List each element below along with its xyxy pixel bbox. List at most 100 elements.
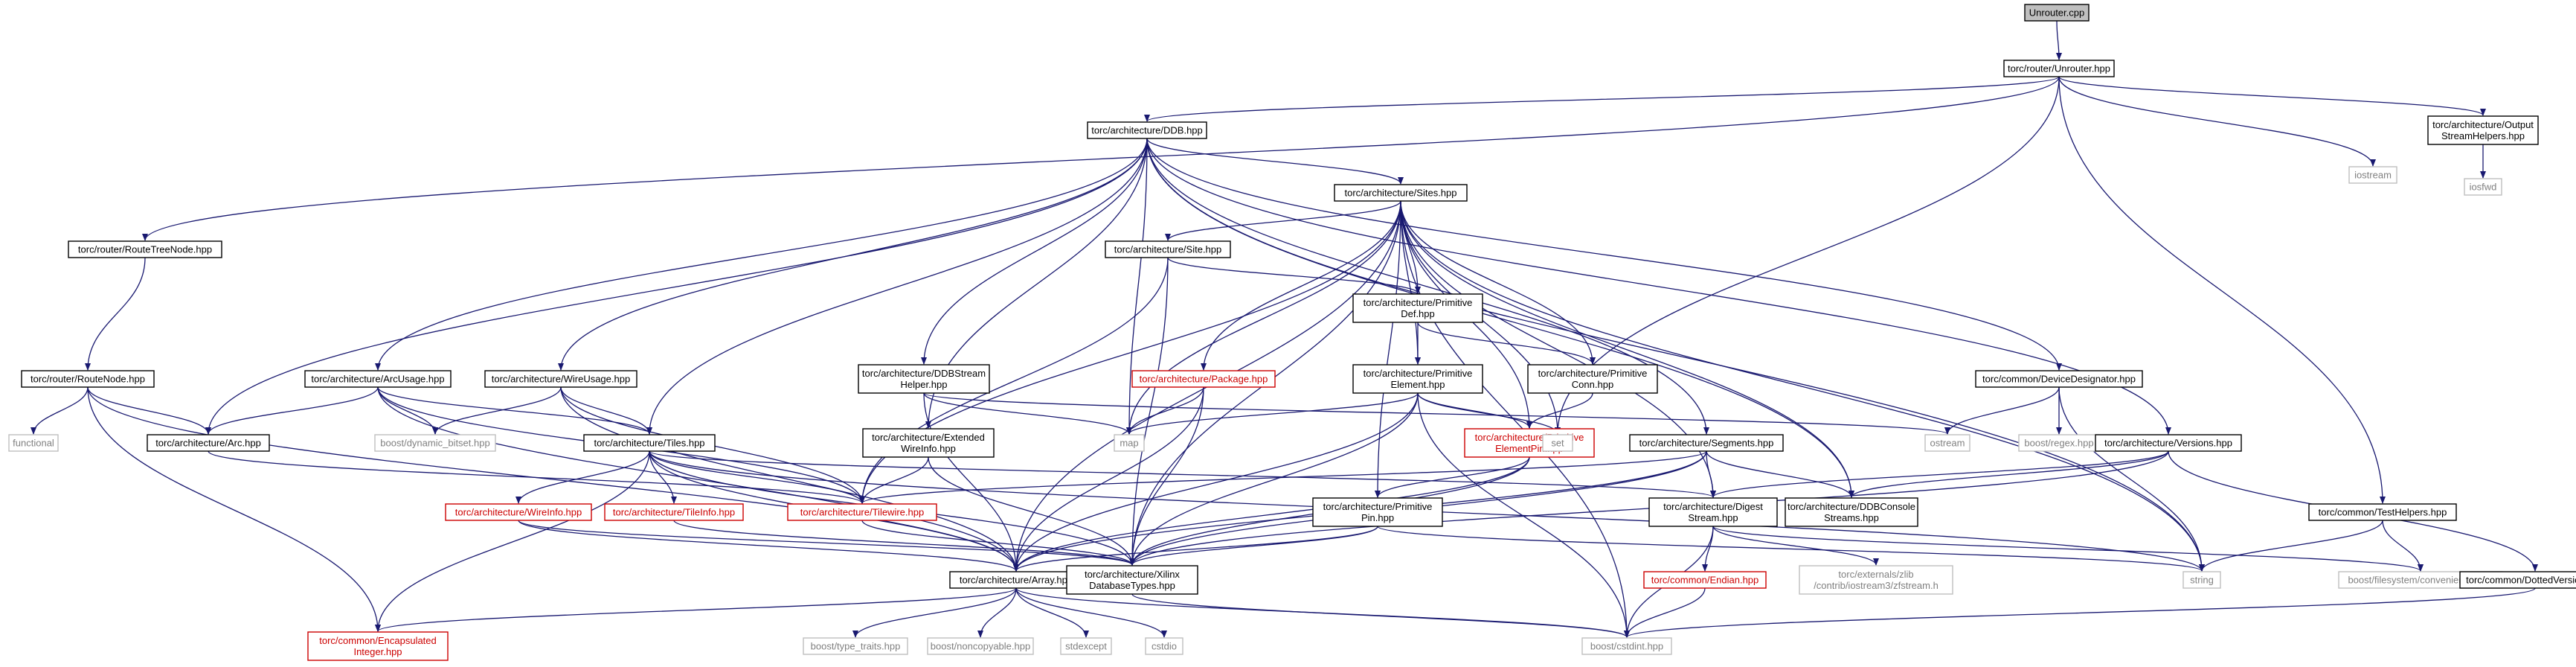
node-box-cstdio xyxy=(1145,637,1183,655)
node-array[interactable]: torc/architecture/Array.hpp xyxy=(949,571,1083,589)
node-label-ddbconsole-0: torc/architecture/DDBConsole xyxy=(1788,501,1915,512)
node-noncopy: boost/noncopyable.hpp xyxy=(927,637,1034,655)
edge-routenode-to-arc xyxy=(87,386,211,435)
node-label-wireusage-0: torc/architecture/WireUsage.hpp xyxy=(492,374,630,385)
edge-tiles-to-encint xyxy=(375,450,650,632)
node-label-map-0: map xyxy=(1120,438,1138,449)
node-label-package-0: torc/architecture/Package.hpp xyxy=(1140,374,1268,385)
node-box-map xyxy=(1114,434,1145,452)
node-box-dotted xyxy=(2459,571,2576,589)
edge-extwire-to-xilinx xyxy=(928,456,1135,566)
node-routenode[interactable]: torc/router/RouteNode.hpp xyxy=(21,370,155,388)
edge-extwire-to-tilewire xyxy=(859,456,929,504)
node-box-zfstream xyxy=(1799,565,1953,595)
node-label-tilewire-0: torc/architecture/Tilewire.hpp xyxy=(800,507,924,518)
node-box-iostream xyxy=(2348,166,2397,184)
node-box-encint xyxy=(307,631,449,661)
node-arc[interactable]: torc/architecture/Arc.hpp xyxy=(147,434,270,452)
edge-versions-to-digest xyxy=(1710,450,2169,498)
edge-testhelpers-to-string xyxy=(2199,520,2383,572)
node-iosfwd: iosfwd xyxy=(2464,178,2502,196)
node-stdexcept: stdexcept xyxy=(1060,637,1112,655)
edge-tiles-to-tilewire xyxy=(649,450,865,504)
node-label-typetraits-0: boost/type_traits.hpp xyxy=(811,641,901,652)
node-endian: torc/common/Endian.hpp xyxy=(1643,571,1767,589)
node-dotted[interactable]: torc/common/DottedVersion.hpp xyxy=(2459,571,2576,589)
node-unrouter_hpp[interactable]: torc/router/Unrouter.hpp xyxy=(2003,60,2115,77)
edge-ddb-to-arc xyxy=(205,138,1148,435)
edge-site-to-xilinx xyxy=(1129,257,1169,566)
node-tiles[interactable]: torc/architecture/Tiles.hpp xyxy=(583,434,716,452)
node-label-digest-0: torc/architecture/Digest xyxy=(1663,501,1763,512)
node-box-stdexcept xyxy=(1060,637,1112,655)
edge-site-to-primdef xyxy=(1167,257,1421,294)
edge-dotted-to-cstdint xyxy=(1624,587,2536,638)
edge-sites-to-cstdint xyxy=(1400,200,1630,638)
node-site[interactable]: torc/architecture/Site.hpp xyxy=(1105,240,1231,258)
node-string: string xyxy=(2182,571,2221,589)
node-outstream[interactable]: torc/architecture/OutputStreamHelpers.hp… xyxy=(2427,115,2539,145)
edge-primpin-to-array xyxy=(1013,526,1378,572)
node-box-sites xyxy=(1334,184,1468,202)
node-xilinx[interactable]: torc/architecture/XilinxDatabaseTypes.hp… xyxy=(1066,565,1198,595)
node-label-tiles-0: torc/architecture/Tiles.hpp xyxy=(594,438,704,449)
edge-ddb-to-string xyxy=(1146,138,2205,572)
node-arcusage[interactable]: torc/architecture/ArcUsage.hpp xyxy=(304,370,452,388)
edge-unrouter_hpp-to-routetreenode xyxy=(142,76,2060,241)
node-box-routetreenode xyxy=(68,240,222,258)
node-testhelpers[interactable]: torc/common/TestHelpers.hpp xyxy=(2308,503,2457,521)
node-routetreenode[interactable]: torc/router/RouteTreeNode.hpp xyxy=(68,240,222,258)
node-label-primdef-1: Def.hpp xyxy=(1401,308,1435,319)
edge-tilewire-to-xilinx xyxy=(861,520,1135,566)
node-label-stdexcept-0: stdexcept xyxy=(1065,641,1107,652)
node-cstdint: boost/cstdint.hpp xyxy=(1581,637,1672,655)
node-box-primelem xyxy=(1352,364,1483,394)
node-sites[interactable]: torc/architecture/Sites.hpp xyxy=(1334,184,1468,202)
node-wireusage[interactable]: torc/architecture/WireUsage.hpp xyxy=(484,370,637,388)
node-ddb[interactable]: torc/architecture/DDB.hpp xyxy=(1087,121,1207,139)
node-box-endian xyxy=(1643,571,1767,589)
node-box-primconn xyxy=(1527,364,1658,394)
node-box-segments xyxy=(1629,434,1784,452)
node-box-string xyxy=(2182,571,2221,589)
edge-primpin-to-xilinx xyxy=(1129,526,1378,566)
node-regex: boost/regex.hpp xyxy=(2018,434,2100,452)
node-box-set xyxy=(1542,434,1573,452)
edge-arc-to-tilewire xyxy=(208,450,865,504)
edge-sites-to-ddbconsole xyxy=(1400,200,1854,498)
node-ostream: ostream xyxy=(1924,434,1970,452)
edge-unrouter_hpp-to-testhelpers xyxy=(2058,76,2386,504)
node-primelempin: torc/architecture/PrimitiveElementPin.hp… xyxy=(1464,428,1595,458)
node-devdesig[interactable]: torc/common/DeviceDesignator.hpp xyxy=(1975,370,2143,388)
node-label-testhelpers-0: torc/common/TestHelpers.hpp xyxy=(2319,507,2447,518)
edge-array-to-typetraits xyxy=(852,587,1017,638)
node-label-site-0: torc/architecture/Site.hpp xyxy=(1114,244,1222,255)
node-versions[interactable]: torc/architecture/Versions.hpp xyxy=(2095,434,2242,452)
node-label-ddb-0: torc/architecture/DDB.hpp xyxy=(1091,125,1203,136)
node-label-encint-0: torc/common/Encapsulated xyxy=(319,635,437,646)
node-label-dynbitset-0: boost/dynamic_bitset.hpp xyxy=(380,438,489,449)
node-box-unrouter_cpp xyxy=(2024,4,2090,22)
node-segments[interactable]: torc/architecture/Segments.hpp xyxy=(1629,434,1784,452)
node-label-endian-0: torc/common/Endian.hpp xyxy=(1651,575,1759,586)
node-box-wireinfo xyxy=(445,503,592,521)
edge-arcusage-to-tiles xyxy=(377,386,652,435)
node-functional: functional xyxy=(8,434,59,452)
node-label-functional-0: functional xyxy=(13,438,54,449)
node-label-fsconv-0: boost/filesystem/convenience.hpp xyxy=(2348,575,2493,586)
edge-routetreenode-to-routenode xyxy=(85,257,146,371)
node-label-ddbstream-0: torc/architecture/DDBStream xyxy=(862,368,986,379)
node-label-regex-0: boost/regex.hpp xyxy=(2024,438,2093,449)
edge-wireusage-to-array xyxy=(560,386,1019,572)
node-label-digest-1: Stream.hpp xyxy=(1688,512,1738,523)
